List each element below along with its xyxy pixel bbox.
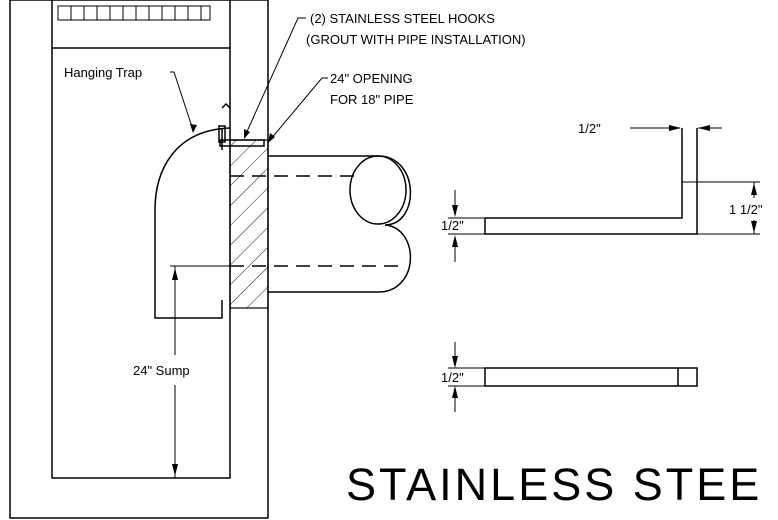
grate-slots (57, 5, 211, 21)
label-opening-line1: 24" OPENING (330, 71, 413, 86)
label-dim-hook-height: 1 1/2" (729, 202, 763, 217)
label-hooks-line1: (2) STAINLESS STEEL HOOKS (310, 11, 495, 26)
bar-detail (448, 342, 698, 412)
leaders (170, 17, 328, 143)
opening-hatch (229, 139, 269, 309)
label-hooks-line2: (GROUT WITH PIPE INSTALLATION) (306, 32, 526, 47)
hook-detail (448, 125, 760, 262)
label-dim-bar-thickness: 1/2" (441, 370, 464, 385)
label-dim-top-width: 1/2" (578, 121, 601, 136)
label-dim-hook-thickness: 1/2" (441, 218, 464, 233)
sump-dimension (170, 265, 230, 478)
label-hanging-trap: Hanging Trap (64, 65, 142, 80)
title-partial: STAINLESS STEE (346, 459, 762, 510)
wall-opening (229, 139, 269, 309)
sump-inner-chamber (51, 47, 231, 479)
label-opening-line2: FOR 18" PIPE (330, 92, 414, 107)
pipe-18in (230, 155, 412, 293)
stainless-hooks (218, 125, 265, 147)
label-sump: 24" Sump (133, 363, 190, 378)
